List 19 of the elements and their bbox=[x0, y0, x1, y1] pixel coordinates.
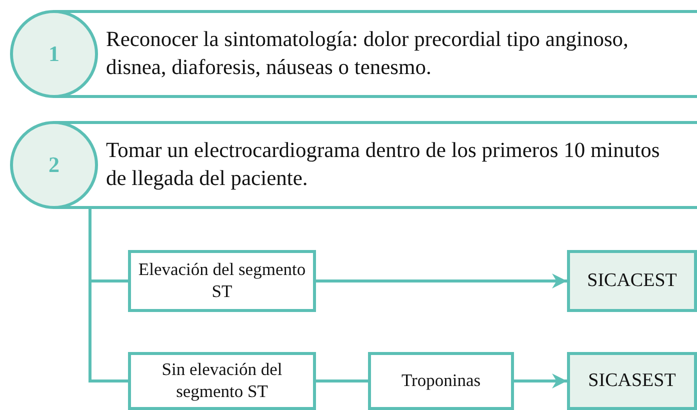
result-box bbox=[567, 352, 697, 410]
step-number: 2 bbox=[10, 121, 98, 209]
step-number: 1 bbox=[10, 10, 98, 98]
box-label: SICACEST bbox=[587, 269, 677, 293]
box-label: Elevación del segmento ST bbox=[137, 259, 307, 303]
step-text: Tomar un electrocardiograma dentro de los primeros 10 minutos de llegada del paciente. bbox=[106, 137, 661, 192]
box-label: Sin elevación del segmento ST bbox=[160, 359, 284, 403]
process-box bbox=[128, 250, 316, 312]
process-box bbox=[128, 352, 316, 410]
box-label: Troponinas bbox=[401, 370, 481, 392]
arrow bbox=[514, 374, 567, 388]
result-box bbox=[567, 250, 697, 312]
step-text: Reconocer la sintomatología: dolor precordial tipo anginoso, disnea, diaforesis, náuseas o tenesmo. bbox=[106, 26, 630, 81]
step-band bbox=[10, 9, 697, 99]
arrow bbox=[316, 274, 567, 288]
box-label: SICASEST bbox=[588, 369, 676, 393]
step-band bbox=[10, 120, 697, 210]
connector-line bbox=[316, 380, 368, 382]
process-box bbox=[368, 352, 514, 410]
